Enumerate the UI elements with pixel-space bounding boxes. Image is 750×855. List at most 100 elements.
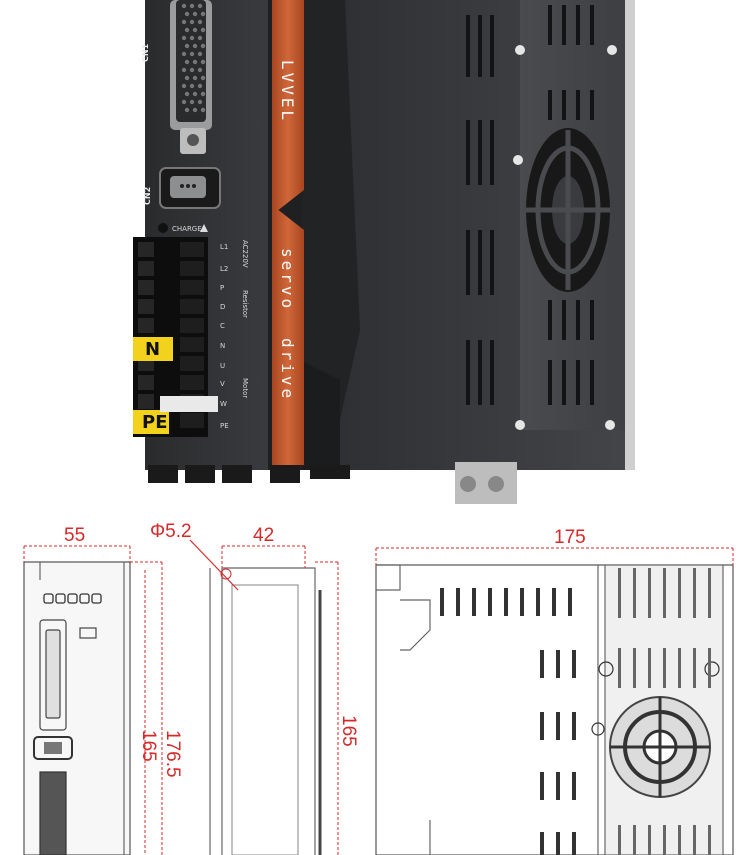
cn1-pin bbox=[197, 99, 203, 105]
heatsink-fin bbox=[618, 648, 621, 688]
dim-front-width: 55 bbox=[64, 525, 85, 546]
cn1-pin bbox=[197, 83, 203, 89]
cn1-pin bbox=[189, 35, 195, 41]
terminal-screw bbox=[180, 280, 204, 295]
cn1-connector bbox=[170, 0, 212, 154]
cn1-pin bbox=[197, 3, 203, 9]
vent-slot bbox=[552, 588, 556, 616]
dimension-lines bbox=[23, 545, 734, 855]
display-digit bbox=[91, 593, 102, 604]
terminal-n-label: N bbox=[145, 339, 160, 360]
heatsink-fin bbox=[678, 568, 681, 618]
terminal-screw bbox=[180, 337, 204, 352]
side-vent-slots bbox=[466, 5, 594, 405]
vent-slot bbox=[440, 588, 444, 616]
vent-slot bbox=[572, 772, 576, 800]
cn1-pin bbox=[189, 51, 195, 57]
cn1-pin bbox=[200, 91, 206, 97]
motor-label: Motor bbox=[241, 378, 249, 398]
drive-text: drive bbox=[278, 338, 297, 401]
vent-slot bbox=[572, 650, 576, 678]
cn1-pin bbox=[181, 35, 187, 41]
dim-height-inner: 165 bbox=[138, 730, 159, 762]
heatsink-fin bbox=[648, 568, 651, 618]
strip-label: P bbox=[220, 284, 224, 292]
vent-slot bbox=[556, 650, 560, 678]
dim-height-side: 165 bbox=[338, 715, 359, 747]
dim-height-outer: 176.5 bbox=[162, 730, 183, 778]
fan-grille bbox=[526, 128, 610, 292]
vent-slot bbox=[540, 650, 544, 678]
side-bevel bbox=[300, 0, 360, 465]
cn1-pins bbox=[181, 3, 206, 113]
resistor-label: Resistor bbox=[241, 290, 249, 318]
long-view-vent-slots bbox=[440, 568, 711, 855]
heatsink-fin bbox=[678, 648, 681, 688]
vent-slot bbox=[540, 712, 544, 740]
cn2-label: CN2 bbox=[143, 187, 152, 205]
cn1-pin bbox=[189, 99, 195, 105]
label-pe-bg bbox=[133, 410, 169, 434]
heatsink-fin bbox=[708, 568, 711, 618]
vent-slot bbox=[536, 588, 540, 616]
front-view-drawing bbox=[23, 561, 131, 855]
vent-slot bbox=[488, 588, 492, 616]
side-view-drawing bbox=[209, 567, 322, 855]
cn1-pin bbox=[184, 75, 190, 81]
dim-hole-diameter: Φ5.2 bbox=[150, 521, 192, 542]
cn1-pin bbox=[189, 19, 195, 25]
cn1-pin bbox=[200, 75, 206, 81]
heatsink-fin bbox=[648, 648, 651, 688]
cn1-pin bbox=[184, 43, 190, 49]
cn1-pin bbox=[192, 43, 198, 49]
heatsink-fin bbox=[618, 568, 621, 618]
orange-stripe-bottom bbox=[272, 205, 304, 465]
cn1-pin bbox=[181, 19, 187, 25]
cn1-pin bbox=[181, 3, 187, 9]
cn1-pin bbox=[181, 83, 187, 89]
display-digit bbox=[79, 593, 90, 604]
strip-label: PE bbox=[220, 422, 229, 430]
cn1-pin bbox=[192, 11, 198, 17]
strip-label: N bbox=[220, 342, 225, 350]
cn1-pin bbox=[184, 91, 190, 97]
vent-slot bbox=[556, 832, 560, 855]
cn1-pin bbox=[200, 43, 206, 49]
warning-icon bbox=[200, 224, 208, 232]
terminal-screw bbox=[180, 299, 204, 314]
front-view-leds bbox=[43, 593, 102, 604]
strip-label: L1 bbox=[220, 243, 228, 251]
cn1-pin bbox=[181, 51, 187, 57]
heatsink-fin bbox=[663, 825, 666, 855]
strip-label: C bbox=[220, 322, 225, 330]
heatsink-fin bbox=[693, 568, 696, 618]
terminal-cell bbox=[138, 280, 154, 295]
terminal-cell bbox=[138, 261, 154, 276]
cn1-label: CN1 bbox=[141, 43, 150, 62]
vent-slot bbox=[540, 832, 544, 855]
cn1-pin bbox=[181, 99, 187, 105]
heatsink-fin bbox=[693, 648, 696, 688]
cn1-pin bbox=[197, 51, 203, 57]
display-digit bbox=[67, 593, 78, 604]
terminal-cell bbox=[138, 299, 154, 314]
strip-label: L2 bbox=[220, 265, 228, 273]
heatsink-fin bbox=[663, 648, 666, 688]
vent-slot bbox=[556, 712, 560, 740]
cn1-pin bbox=[197, 35, 203, 41]
cn1-pin bbox=[184, 27, 190, 33]
cn1-pin bbox=[184, 107, 190, 113]
vent-slot bbox=[568, 588, 572, 616]
heatsink-fin bbox=[633, 825, 636, 855]
orange-stripe-top bbox=[272, 0, 304, 215]
vent-slot bbox=[520, 588, 524, 616]
cn1-pin bbox=[181, 67, 187, 73]
product-render: LVVEL servo drive CN1 CN2 CHARGE bbox=[133, 0, 635, 504]
heatsink-fin bbox=[663, 568, 666, 618]
terminal-pe-label: PE bbox=[142, 412, 168, 433]
terminal-jumper bbox=[160, 396, 218, 412]
label-n-bg bbox=[133, 337, 173, 361]
cn1-pin bbox=[184, 59, 190, 65]
